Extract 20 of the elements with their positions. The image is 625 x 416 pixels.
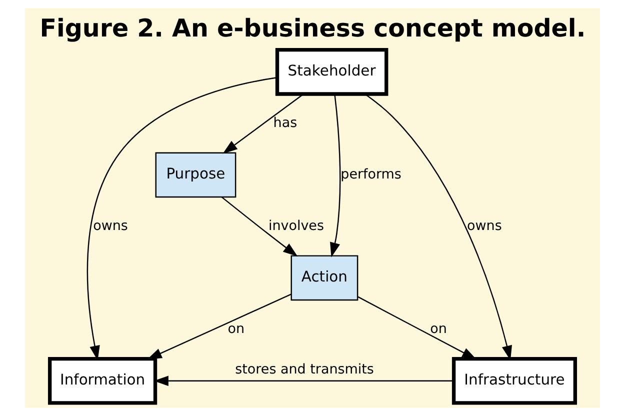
arrow <box>358 296 477 360</box>
node-box: Stakeholder <box>275 48 388 96</box>
arrow <box>330 94 341 258</box>
edge-label: performs <box>340 166 402 182</box>
edge-label: owns <box>93 218 128 234</box>
node-box: Action <box>290 255 358 301</box>
edge-label: owns <box>467 218 502 234</box>
arrow <box>221 196 298 256</box>
edge-label: stores and transmits <box>235 361 374 378</box>
node-box: Infrastructure <box>452 356 578 405</box>
diagram-title: Figure 2. An e-business concept model. <box>40 13 586 42</box>
node-box: Purpose <box>155 152 236 198</box>
arrow <box>222 94 304 154</box>
node-box: Information <box>48 356 158 405</box>
edge-label: on <box>228 320 245 337</box>
edge-label: involves <box>268 218 324 234</box>
arrow <box>147 294 292 360</box>
edge-label: on <box>430 320 447 337</box>
arrow <box>86 77 277 360</box>
edge-label: has <box>273 114 298 131</box>
